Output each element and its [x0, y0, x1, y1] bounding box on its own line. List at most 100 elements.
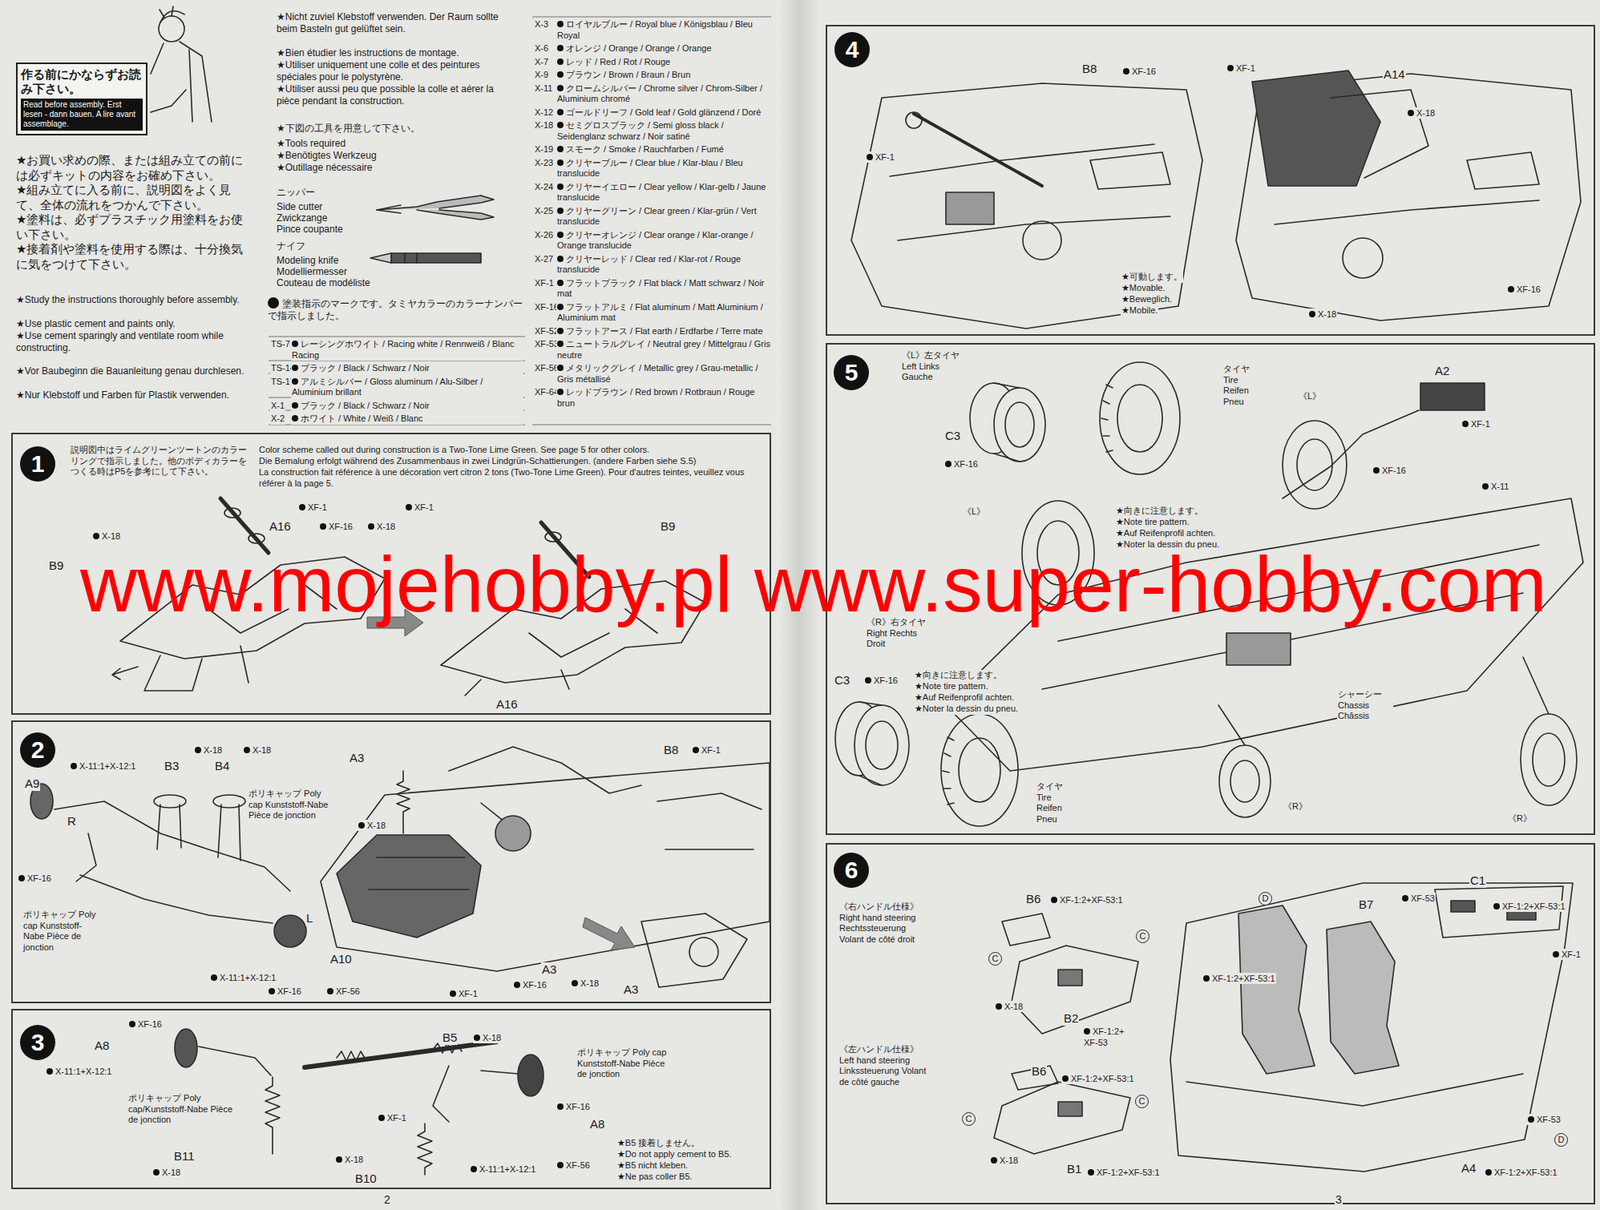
paint-code: XF-16 — [17, 872, 53, 885]
instruction-text: ★Nicht zuviel Klebstoff verwenden. Der R… — [275, 11, 517, 36]
watermark: www.mojehobby.pl www.super-hobby.com — [80, 545, 1548, 624]
part-number: A14 — [1382, 67, 1407, 82]
paint-code: X-18 — [1308, 308, 1338, 320]
note-text: ★向きに注意します。 — [913, 670, 1003, 682]
paint-code: X-11 — [533, 83, 554, 95]
instruction-text: ★下図の工具を用意して下さい。 — [275, 122, 517, 135]
instruction-text: ★Vor Baubeginn die Bauanleitung genau du… — [15, 365, 248, 378]
instruction-text: ★Bien étudier les instructions de montag… — [275, 47, 517, 60]
paint-code: XF-56 — [556, 1159, 591, 1172]
note-text: Color scheme called out during construct… — [258, 444, 764, 457]
note-text: ポリキャップ Poly cap Kunststoff-Nabe Pièce de… — [22, 909, 103, 954]
note-text: 《L》 — [1297, 391, 1322, 403]
page-number: 2 — [383, 1193, 392, 1207]
step-number: 2 — [31, 738, 45, 763]
paint-code: XF-1 — [1226, 62, 1257, 74]
paint-name: レッドブラウン / Red brown / Rotbraun / Rouge b… — [556, 387, 775, 409]
instruction-text: ニッパー — [275, 186, 316, 199]
instruction-text: ナイフ — [275, 240, 307, 253]
paint-code: X-1 — [270, 400, 286, 413]
instruction-text: ★Use plastic cement and paints only. — [15, 318, 248, 331]
paint-code: XF-53 — [1527, 1114, 1562, 1126]
instruction-text: ★Utiliser uniquement une colle et des pe… — [275, 59, 517, 84]
step-number: 3 — [31, 1030, 45, 1055]
paint-name: XF-1:2+ XF-53 — [1082, 1026, 1133, 1049]
paint-name: ホワイト / White / Weiß / Blanc — [290, 413, 524, 425]
paint-code: XF-1 — [377, 1112, 408, 1124]
instruction-text: Modelliermesser — [275, 266, 348, 279]
instruction-text: Pince coupante — [275, 223, 344, 236]
instruction-text: ★Benötigtes Werkzeug — [275, 149, 378, 162]
paint-code: X-7 — [533, 56, 550, 69]
paint-code: X-19 — [533, 144, 554, 156]
paint-code: X-18 — [367, 521, 396, 533]
paint-name: レーシングホワイト / Racing white / Rennweiß / Bl… — [290, 339, 524, 361]
paint-name: ロイヤルブルー / Royal blue / Königsblau / Bleu… — [556, 19, 775, 41]
note-text: ★Note tire pattern. — [1115, 517, 1191, 529]
paint-code: X-18 — [472, 1032, 502, 1044]
paint-name: ゴールドリーフ / Gold leaf / Gold glänzend / Do… — [556, 107, 775, 119]
part-number: B2 — [1062, 1011, 1079, 1027]
sign-band-text: Read before assembly. Erst lesen - dann … — [20, 98, 143, 131]
circled-part-letter: D — [1554, 1133, 1568, 1148]
instruction-text: ★Tools required — [275, 137, 347, 150]
instruction-text: Zwickzange — [275, 212, 328, 225]
paint-code: X-11 — [1481, 480, 1510, 493]
step-number-circle: 4 — [834, 32, 870, 68]
part-number: R — [66, 814, 77, 829]
part-number: B3 — [163, 759, 180, 774]
part-number: A16 — [268, 519, 292, 534]
paint-code: X-18 — [152, 1167, 182, 1179]
instruction-text: ★組み立てに入る前に、説明図をよく見て、全体の流れをつかんで下さい。 — [15, 182, 248, 213]
note-text: ★Mobile. — [1120, 305, 1159, 317]
note-text: ★Auf Reifenprofil achten. — [1115, 528, 1217, 540]
note-text: ★Note tire pattern. — [913, 681, 990, 693]
paint-code: X-18 — [92, 530, 122, 542]
part-number: B4 — [214, 759, 231, 774]
paint-name: ニュートラルグレイ / Neutral grey / Mittelgrau / … — [556, 339, 775, 361]
paint-name: フラットブラック / Flat black / Matt schwarz / N… — [556, 278, 775, 300]
paint-code: X-24 — [533, 181, 554, 194]
paint-code: XF-1 — [691, 744, 722, 756]
paint-code: XF-16 — [319, 521, 354, 533]
paint-code: X-18 — [994, 1001, 1024, 1013]
note-text: 《L》左タイヤ Left Links Gauche — [901, 350, 966, 384]
paint-code: XF-1 — [865, 151, 896, 163]
paint-code: XF-16 — [513, 979, 548, 991]
paint-code: X-11:1+X-12:1 — [45, 1066, 113, 1078]
instruction-text: ★Use cement sparingly and ventilate room… — [15, 330, 248, 355]
step-number: 5 — [844, 360, 859, 385]
step-number-circle: 1 — [20, 446, 56, 482]
paint-name: クロームシルバー / Chrome silver / Chrom-Silber … — [556, 83, 775, 106]
part-number: B9 — [659, 519, 676, 534]
note-text: ★Noter la dessin du pneu. — [913, 703, 1019, 716]
paint-code: X-25 — [533, 206, 554, 218]
part-number: C3 — [833, 673, 851, 688]
paint-code: XF-1:2+XF-53:1 — [1492, 901, 1567, 913]
note-text: 《L》 — [961, 506, 986, 518]
note-text: 《R》 — [1507, 813, 1533, 825]
page-number: 3 — [1334, 1193, 1343, 1207]
paint-name: メタリックグレイ / Metallic grey / Grau-metallic… — [556, 363, 775, 385]
part-number: C3 — [944, 428, 962, 444]
instruction-text: ★お買い求めの際、または組み立ての前には必ずキットの内容をお確め下さい。 — [15, 153, 248, 183]
part-number: A10 — [329, 952, 353, 967]
part-number: A3 — [622, 982, 639, 998]
part-number: A3 — [541, 962, 558, 978]
paint-code: X-18 — [533, 120, 554, 132]
paint-code: X-11:1+X-12:1 — [69, 760, 137, 772]
paint-code: X-11:1+X-12:1 — [210, 972, 277, 984]
part-number: B7 — [1357, 897, 1374, 913]
paint-code: XF-16 — [944, 458, 979, 470]
note-text: ★可動します。 — [1120, 271, 1184, 283]
paint-code: XF-1 — [448, 988, 479, 1000]
note-text: タイヤ Tire Reifen Pneu — [1222, 363, 1263, 408]
paint-code: X-18 — [1406, 107, 1436, 119]
paint-code: X-18 — [357, 820, 387, 832]
instruction-text: Modeling knife — [275, 254, 340, 267]
instruction-text: ★塗料は、必ずプラスチック用塗料をお使い下さい。 — [15, 212, 248, 243]
note-text: 説明図中はライムグリーンツートンのカラーリングで指示しました。他のボディカラーを… — [69, 444, 251, 478]
paint-name: ブラウン / Brown / Braun / Brun — [556, 69, 775, 81]
instruction-text: ★接着剤や塗料を使用する際は、十分換気に気をつけて下さい。 — [15, 242, 248, 272]
part-number: L — [305, 911, 314, 926]
